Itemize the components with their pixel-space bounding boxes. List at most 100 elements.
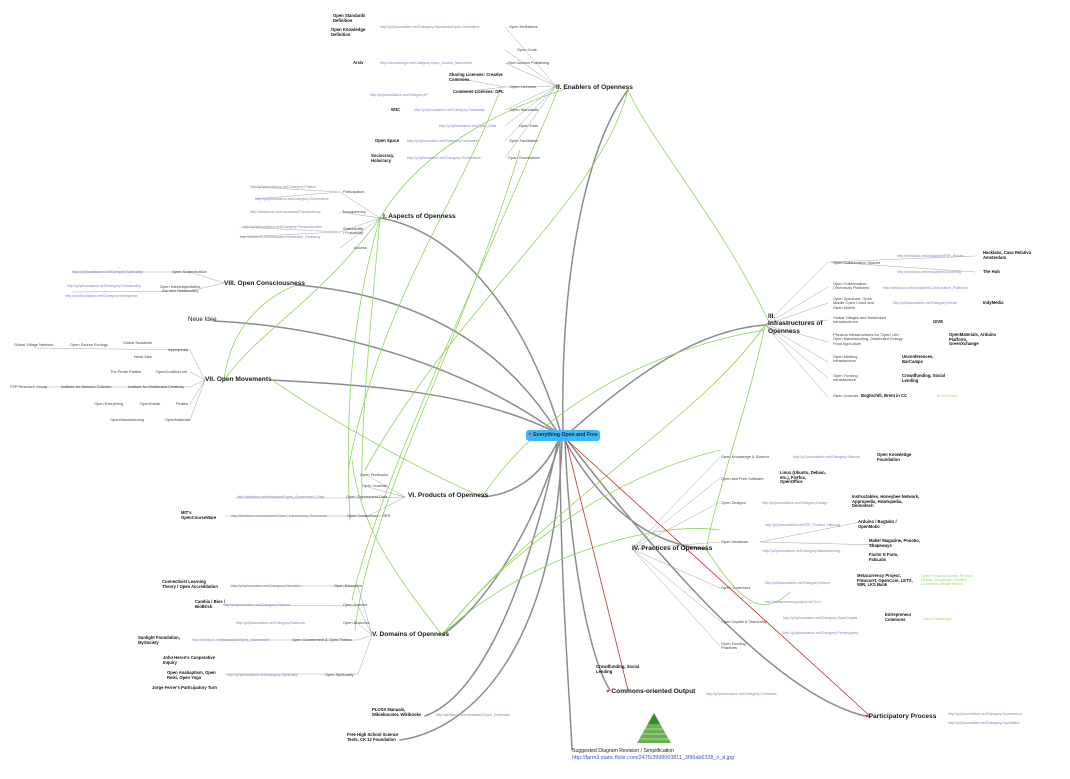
node-instructables[interactable]: Instructables, Honeybee Network,Approped… xyxy=(852,494,919,509)
central-topic[interactable]: ♥ Everything Open and Free xyxy=(526,430,600,441)
topic-aspects[interactable]: I. Aspects of Openness xyxy=(383,213,456,220)
url-diagram-revision[interactable]: http://farm3.static.flickr.com/2475/3998… xyxy=(572,755,735,761)
node-brent-evans[interactable]: Brent Evans xyxy=(937,394,958,398)
url-business[interactable]: http://p2pfoundation.net/Category:Busine… xyxy=(236,621,305,625)
node-bogtochtli[interactable]: Bogtochtli, Brent in CC xyxy=(861,393,907,399)
url-media[interactable]: http://p2pfoundation.net/Category:Media xyxy=(893,301,958,305)
url-spirituality-2[interactable]: http://p2pfoundation.net/Category:Spirit… xyxy=(227,673,298,677)
url-design[interactable]: http://p2pfoundation.net/Category:Design xyxy=(762,501,828,505)
topic-enablers[interactable]: II. Enablers of Openness xyxy=(556,84,633,91)
url-standards[interactable]: http://p2pfoundation.net/Category:Standa… xyxy=(414,108,485,112)
node-open-government-data[interactable]: Open Government Data xyxy=(346,494,387,499)
node-indymedia[interactable]: IndyMedia xyxy=(983,300,1003,306)
node-physical-infrastructures[interactable]: Physical Infrastructures for 'Open' Life… xyxy=(833,332,903,346)
node-sunlight[interactable]: Sunlight Foundation,MySociety xyxy=(138,635,180,645)
node-pirate-parties[interactable]: The Pirate Parties xyxy=(110,369,141,374)
node-p2p-research-group[interactable]: P2P Research Group xyxy=(10,384,47,389)
url-open-access[interactable]: http://oknowledge.net/Category:Open_Acce… xyxy=(380,61,472,65)
node-open-business[interactable]: Open Business xyxy=(343,620,369,625)
url-p2p-places[interactable]: http://delicious.net/mkuwaimi/P2P_Places xyxy=(897,254,964,258)
node-open-textbooks[interactable]: Open Textbooks xyxy=(360,472,388,477)
url-open-data[interactable]: http://p2pfoundation.net/Open_Data xyxy=(439,124,497,128)
node-open-data[interactable]: Open Data xyxy=(519,123,538,128)
url-aspects-governance[interactable]: http://p2pfoundation.net/Category:Govern… xyxy=(255,197,329,201)
url-open-capital[interactable]: http://p2pfoundation.net/Category:OpenCa… xyxy=(783,616,858,620)
url-open-government[interactable]: http://delicious.net/mkuwaimi/Open_Gover… xyxy=(192,638,270,642)
node-transparency[interactable]: Transparency xyxy=(342,209,366,214)
node-shareability[interactable]: Shareability/ Forkability xyxy=(343,226,363,236)
url-facilitation[interactable]: http://p2pfoundation.net/Category:Facili… xyxy=(407,139,479,143)
node-open-standards[interactable]: Open Standards xyxy=(510,107,538,112)
node-open-education[interactable]: Open Education xyxy=(334,583,362,588)
node-openkollab[interactable]: OpenKollab xyxy=(140,401,160,406)
url-peerproduction[interactable]: http://p2pfoundation.net/Category:Peerpr… xyxy=(243,225,322,229)
url-collab-platforms[interactable]: http://delicious.net/mkuwaimi/Collaborat… xyxy=(883,286,969,290)
url-oer[interactable]: http://delicious.net/mkuwaimi/Open_Educa… xyxy=(231,514,327,518)
topic-domains[interactable]: V. Domains of Openness xyxy=(372,631,450,638)
topic-participatory-process[interactable]: ♥Participatory Process xyxy=(865,713,936,721)
node-appropedia[interactable]: Appropedia xyxy=(168,347,188,352)
topic-open-consciousness[interactable]: VIII. Open Consciousness xyxy=(224,280,305,287)
node-participatory-turn[interactable]: Jorge Ferrer's Participatory Turn xyxy=(152,685,217,691)
node-arxiv[interactable]: Arxiv xyxy=(353,60,363,66)
node-sociocracy[interactable]: Sociocracy,Holacracy xyxy=(371,153,394,163)
node-gpl[interactable]: Commons Licenses: GPL xyxy=(453,89,504,95)
node-network-cultures[interactable]: Institute for Network Cultures xyxy=(61,384,111,389)
node-open-hardware[interactable]: Open Hardware xyxy=(721,539,748,544)
node-open-intersubjectivities[interactable]: Open Intersubjectivities- the new Relati… xyxy=(160,284,200,294)
node-the-hub[interactable]: The Hub xyxy=(983,269,1000,275)
node-cambia[interactable]: Cambia / Bios /BioBrick xyxy=(195,599,225,609)
node-openmaterials[interactable]: OpenMaterials xyxy=(165,417,190,422)
node-open-currencies[interactable]: Open Currencies xyxy=(721,585,750,590)
node-factor-e-farm[interactable]: Factor E Farm,FabLabs xyxy=(869,552,898,562)
topic-commons-output[interactable]: ♥ Commons-oriented Output xyxy=(606,688,695,696)
node-give[interactable]: GIVE xyxy=(933,319,943,325)
node-opencoalition[interactable]: OpenCoalition.net xyxy=(156,369,187,374)
topic-neue-idee[interactable]: Neue Idee xyxy=(188,316,217,323)
node-open-designs[interactable]: Open Designs xyxy=(721,500,746,505)
url-open-government-data[interactable]: http://delicious.net/mkuwaimi/Open_Gover… xyxy=(237,495,325,499)
node-open-licenses[interactable]: Open Licenses xyxy=(510,84,536,89)
url-peerproperty[interactable]: http://p2pfoundation.net/Category:Peerpr… xyxy=(783,631,859,635)
url-manufacturing[interactable]: http://p2pfoundation.net/Category:Manufa… xyxy=(763,549,841,553)
pyramid-diagram-thumbnail[interactable] xyxy=(636,712,672,744)
node-maker-magazine[interactable]: Maker Magazine, Ponoko,Shapeways xyxy=(869,538,920,548)
url-product-hacking[interactable]: http://p2pfoundation.net/P2P_Product_Hac… xyxy=(765,523,840,527)
node-ploss[interactable]: PLOSS Manuals,Wikiebucator, Wikibooks xyxy=(372,707,421,717)
node-open-code[interactable]: Open Code xyxy=(517,47,537,52)
node-openmanufacturing[interactable]: OpenManufacturing xyxy=(110,417,144,422)
url-transparency[interactable]: http://deliciouss.net/mkuwaimi/Transpare… xyxy=(250,210,321,214)
url-relationality[interactable]: http://p2pfoundation.net/Category:Relati… xyxy=(67,284,141,288)
node-open-courseware[interactable]: Open Courseware / OER xyxy=(347,513,390,518)
url-participatory-facilitation[interactable]: http://p2pfoundation.net/Category:Facili… xyxy=(948,721,1020,725)
node-collab-platforms[interactable]: Open Collaboration(Technical) Platforms xyxy=(833,281,869,291)
node-open-science[interactable]: Open Science xyxy=(343,602,367,607)
node-global-village-network[interactable]: Global Village Network xyxy=(14,342,53,347)
node-linux[interactable]: Linux (Ubuntu, Debian,etc.), Firefox,Ope… xyxy=(780,470,826,485)
node-metacurrency[interactable]: Metacurrency Project,Flowcurrt, OpenCoin… xyxy=(857,573,913,588)
topic-products[interactable]: VI. Products of Openness xyxy=(408,492,489,499)
topic-open-movements[interactable]: VII. Open Movements xyxy=(205,376,272,383)
url-participatory-governance[interactable]: http://p2pfoundation.net/Category:Govern… xyxy=(948,712,1022,716)
node-free-software[interactable]: Open and Free Software xyxy=(721,476,764,481)
node-pirates[interactable]: Pirates xyxy=(176,401,188,406)
url-open-definitions[interactable]: http://p2pfoundation.net/Category:Standa… xyxy=(380,25,480,29)
node-value-exchanges[interactable]: Value Exchanges xyxy=(923,617,952,621)
node-collaborative-spaces[interactable]: Open Collaborative Spaces xyxy=(833,260,880,265)
topic-practices[interactable]: IV. Practices of Openness xyxy=(632,545,713,552)
node-diagram-revision[interactable]: Suggested Diagram Revision / Simplificat… xyxy=(572,748,674,755)
node-distributed-creativity[interactable]: Institute for Distributed Creativity xyxy=(128,384,184,389)
